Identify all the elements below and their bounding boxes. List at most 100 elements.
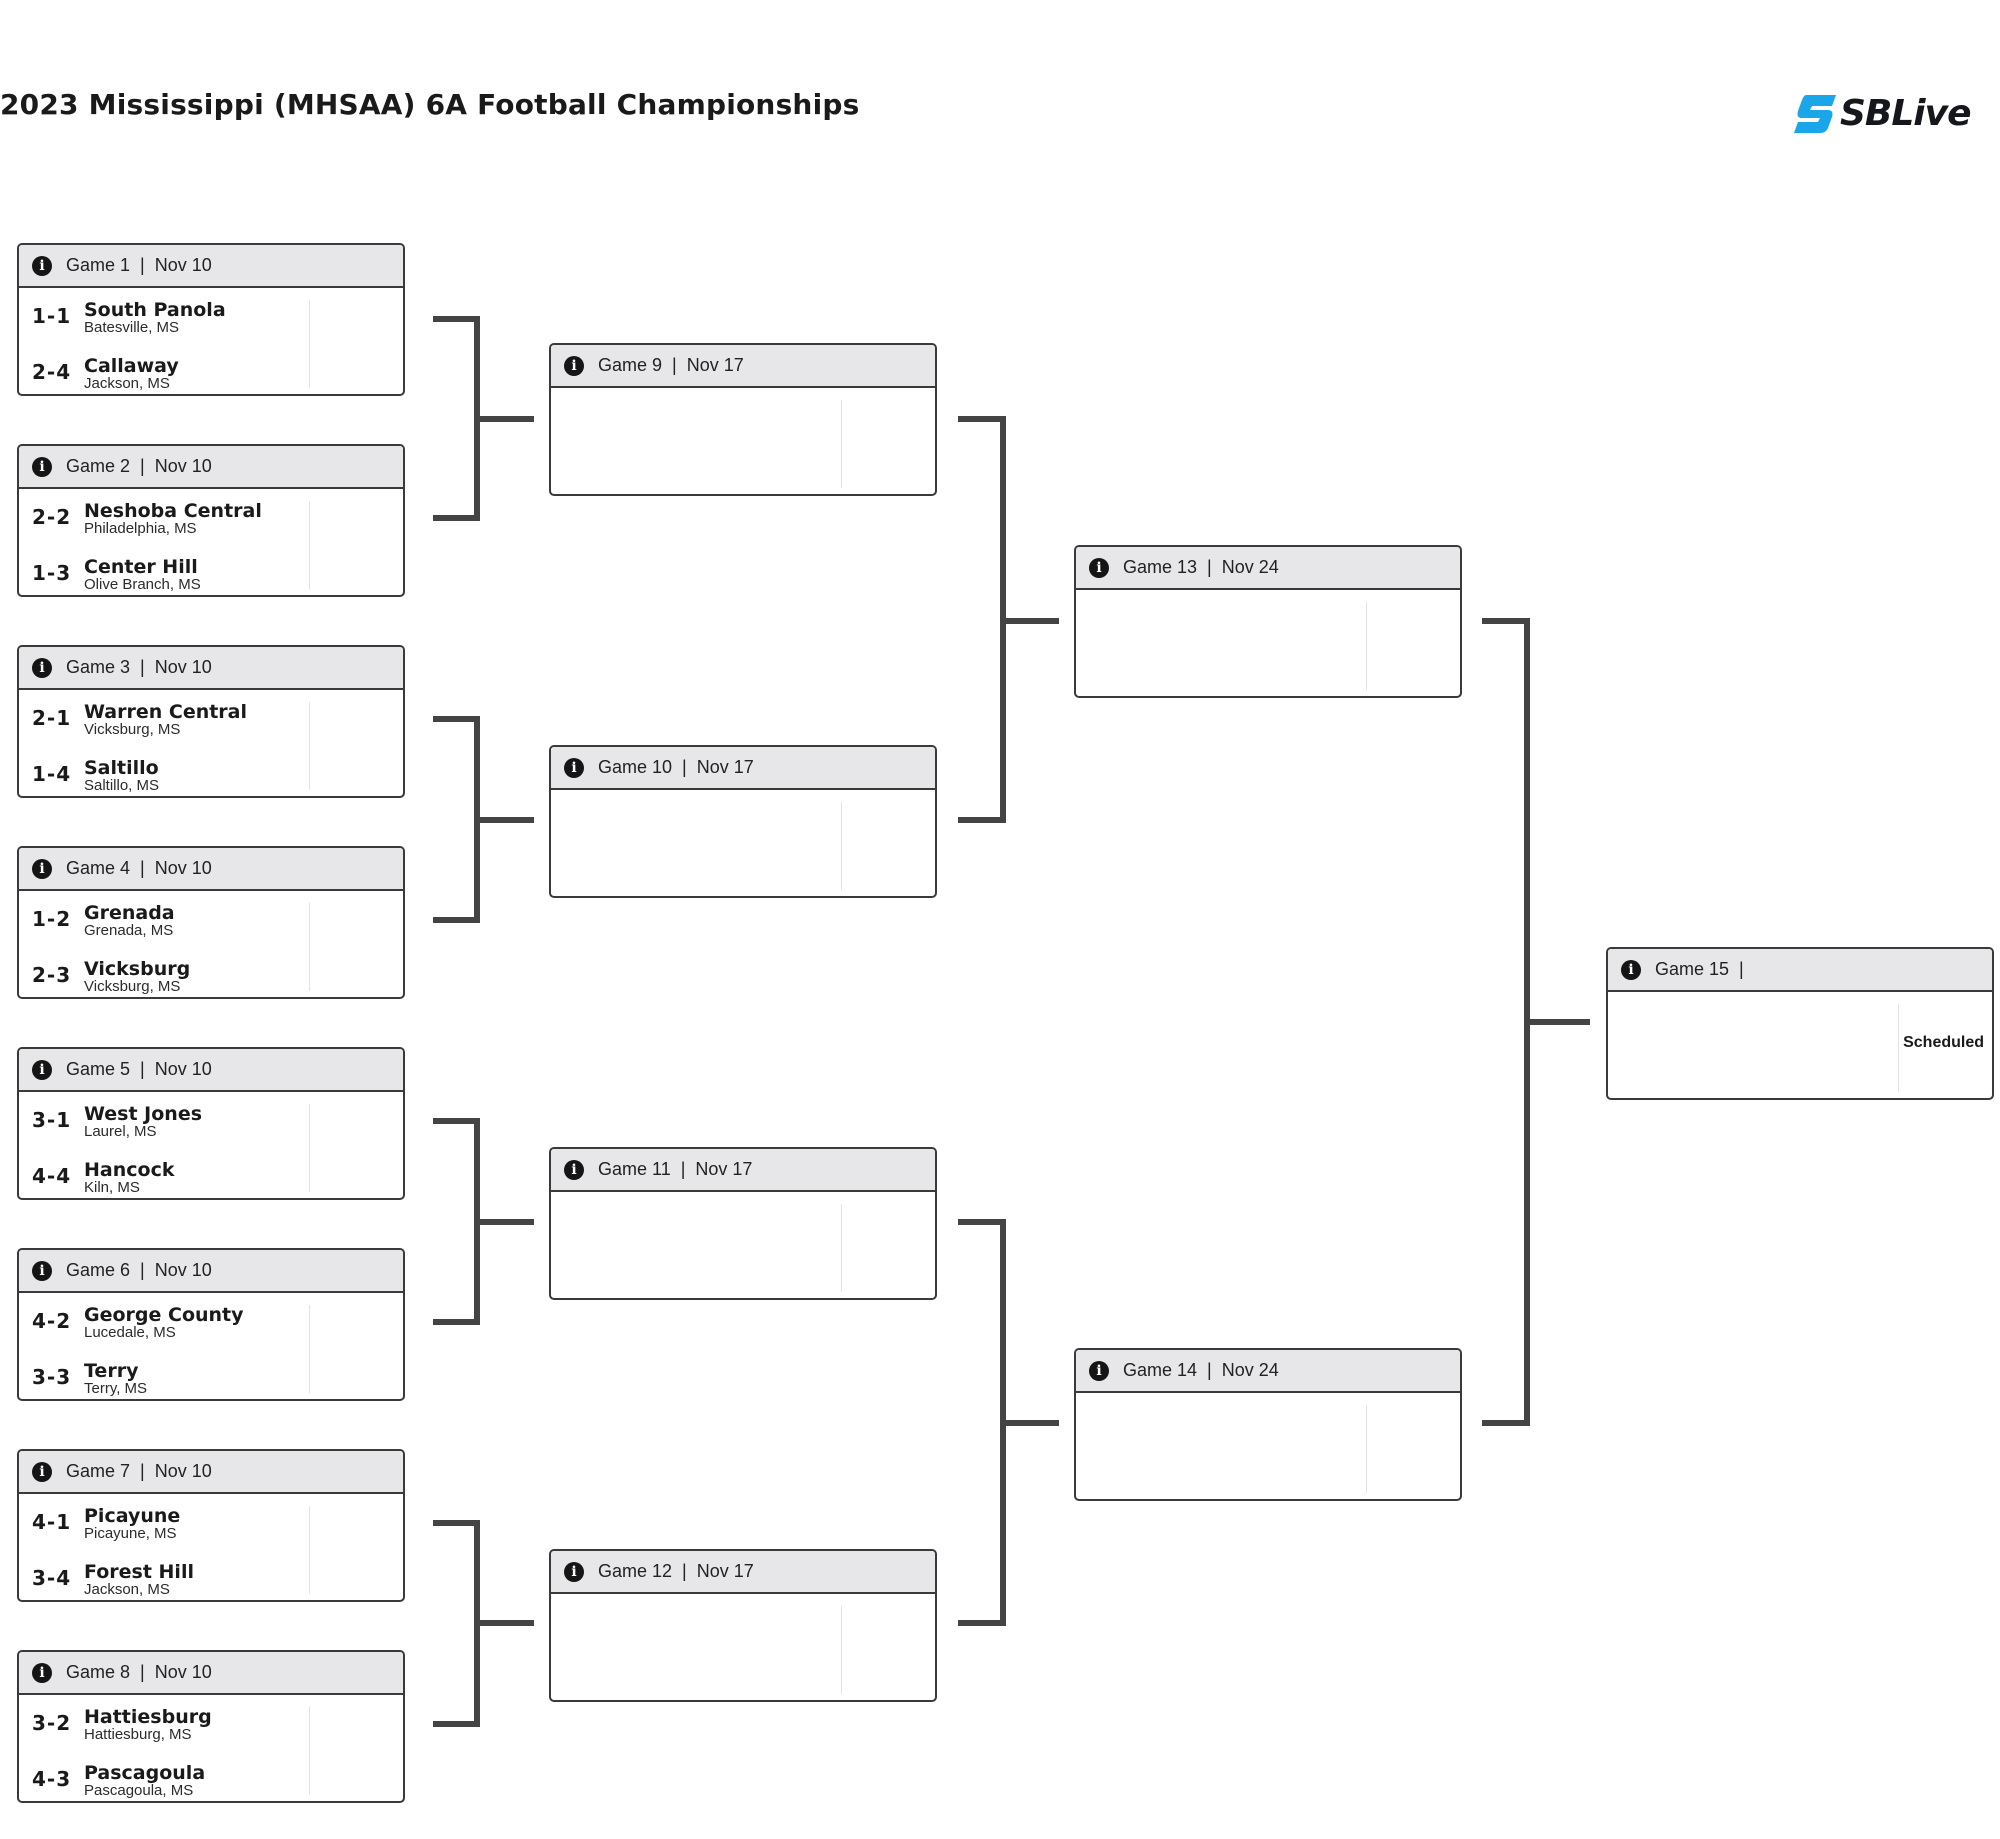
- game-label: Game 12: [598, 1561, 673, 1581]
- game-label: Game 3: [66, 657, 131, 677]
- team-location: Hattiesburg, MS: [84, 1726, 192, 1743]
- team-name: Picayune: [84, 1505, 181, 1527]
- info-icon[interactable]: i: [32, 1461, 52, 1482]
- info-icon[interactable]: i: [1621, 959, 1641, 980]
- info-icon[interactable]: i: [32, 255, 52, 276]
- team-seed: 4-3: [32, 1767, 72, 1791]
- game-date: Nov 10: [154, 858, 212, 878]
- info-icon[interactable]: i: [32, 1662, 52, 1683]
- game-date: Nov 17: [695, 1159, 753, 1179]
- team-name: Grenada: [84, 902, 175, 924]
- game-label: Game 11: [598, 1159, 671, 1179]
- team-seed: 4-2: [32, 1309, 72, 1333]
- sblive-logo[interactable]: SBLive: [1792, 92, 1997, 136]
- info-icon[interactable]: i: [32, 456, 52, 477]
- score-divider: [309, 300, 310, 388]
- score-divider: [309, 702, 310, 790]
- team-seed: 2-2: [32, 505, 72, 529]
- team-seed: 3-1: [32, 1108, 72, 1132]
- team-location: Philadelphia, MS: [84, 520, 197, 537]
- team-name: Hancock: [84, 1159, 175, 1181]
- score-divider: [1366, 602, 1367, 690]
- team-name: Warren Central: [84, 701, 248, 723]
- header-separator: |: [672, 355, 677, 375]
- header-separator: |: [140, 657, 145, 677]
- game-date: Nov 10: [154, 1059, 212, 1079]
- info-icon[interactable]: i: [564, 1159, 584, 1180]
- info-icon[interactable]: i: [1089, 557, 1109, 578]
- info-icon[interactable]: i: [32, 657, 52, 678]
- game-label: Game 7: [66, 1461, 131, 1481]
- team-location: Grenada, MS: [84, 922, 174, 939]
- info-icon[interactable]: i: [564, 757, 584, 778]
- game-label: Game 1: [66, 255, 131, 275]
- info-icon[interactable]: i: [564, 355, 584, 376]
- header-separator: |: [140, 255, 145, 275]
- team-location: Kiln, MS: [84, 1179, 140, 1196]
- header-separator: |: [140, 1662, 145, 1682]
- game-label: Game 5: [66, 1059, 131, 1079]
- game-body: [1076, 1393, 1460, 1499]
- team-name: Terry: [84, 1360, 139, 1382]
- header-separator: |: [1207, 557, 1212, 577]
- team-location: Picayune, MS: [84, 1525, 177, 1542]
- team-location: Vicksburg, MS: [84, 978, 181, 995]
- game-label: Game 14: [1123, 1360, 1198, 1380]
- team-name: Forest Hill: [84, 1561, 194, 1583]
- info-icon[interactable]: i: [1089, 1360, 1109, 1381]
- info-icon[interactable]: i: [32, 858, 52, 879]
- sblive-logo-text: SBLive: [1840, 93, 1972, 134]
- info-icon[interactable]: i: [32, 1059, 52, 1080]
- game-label: Game 10: [598, 757, 673, 777]
- team-name: Neshoba Central: [84, 500, 262, 522]
- info-icon[interactable]: i: [32, 1260, 52, 1281]
- team-location: Pascagoula, MS: [84, 1782, 194, 1799]
- score-divider: [841, 802, 842, 890]
- header-separator: |: [140, 1059, 145, 1079]
- game-body: [551, 1192, 935, 1298]
- game-label: Game 6: [66, 1260, 131, 1280]
- info-icon[interactable]: i: [564, 1561, 584, 1582]
- game-date: Nov 10: [154, 1662, 212, 1682]
